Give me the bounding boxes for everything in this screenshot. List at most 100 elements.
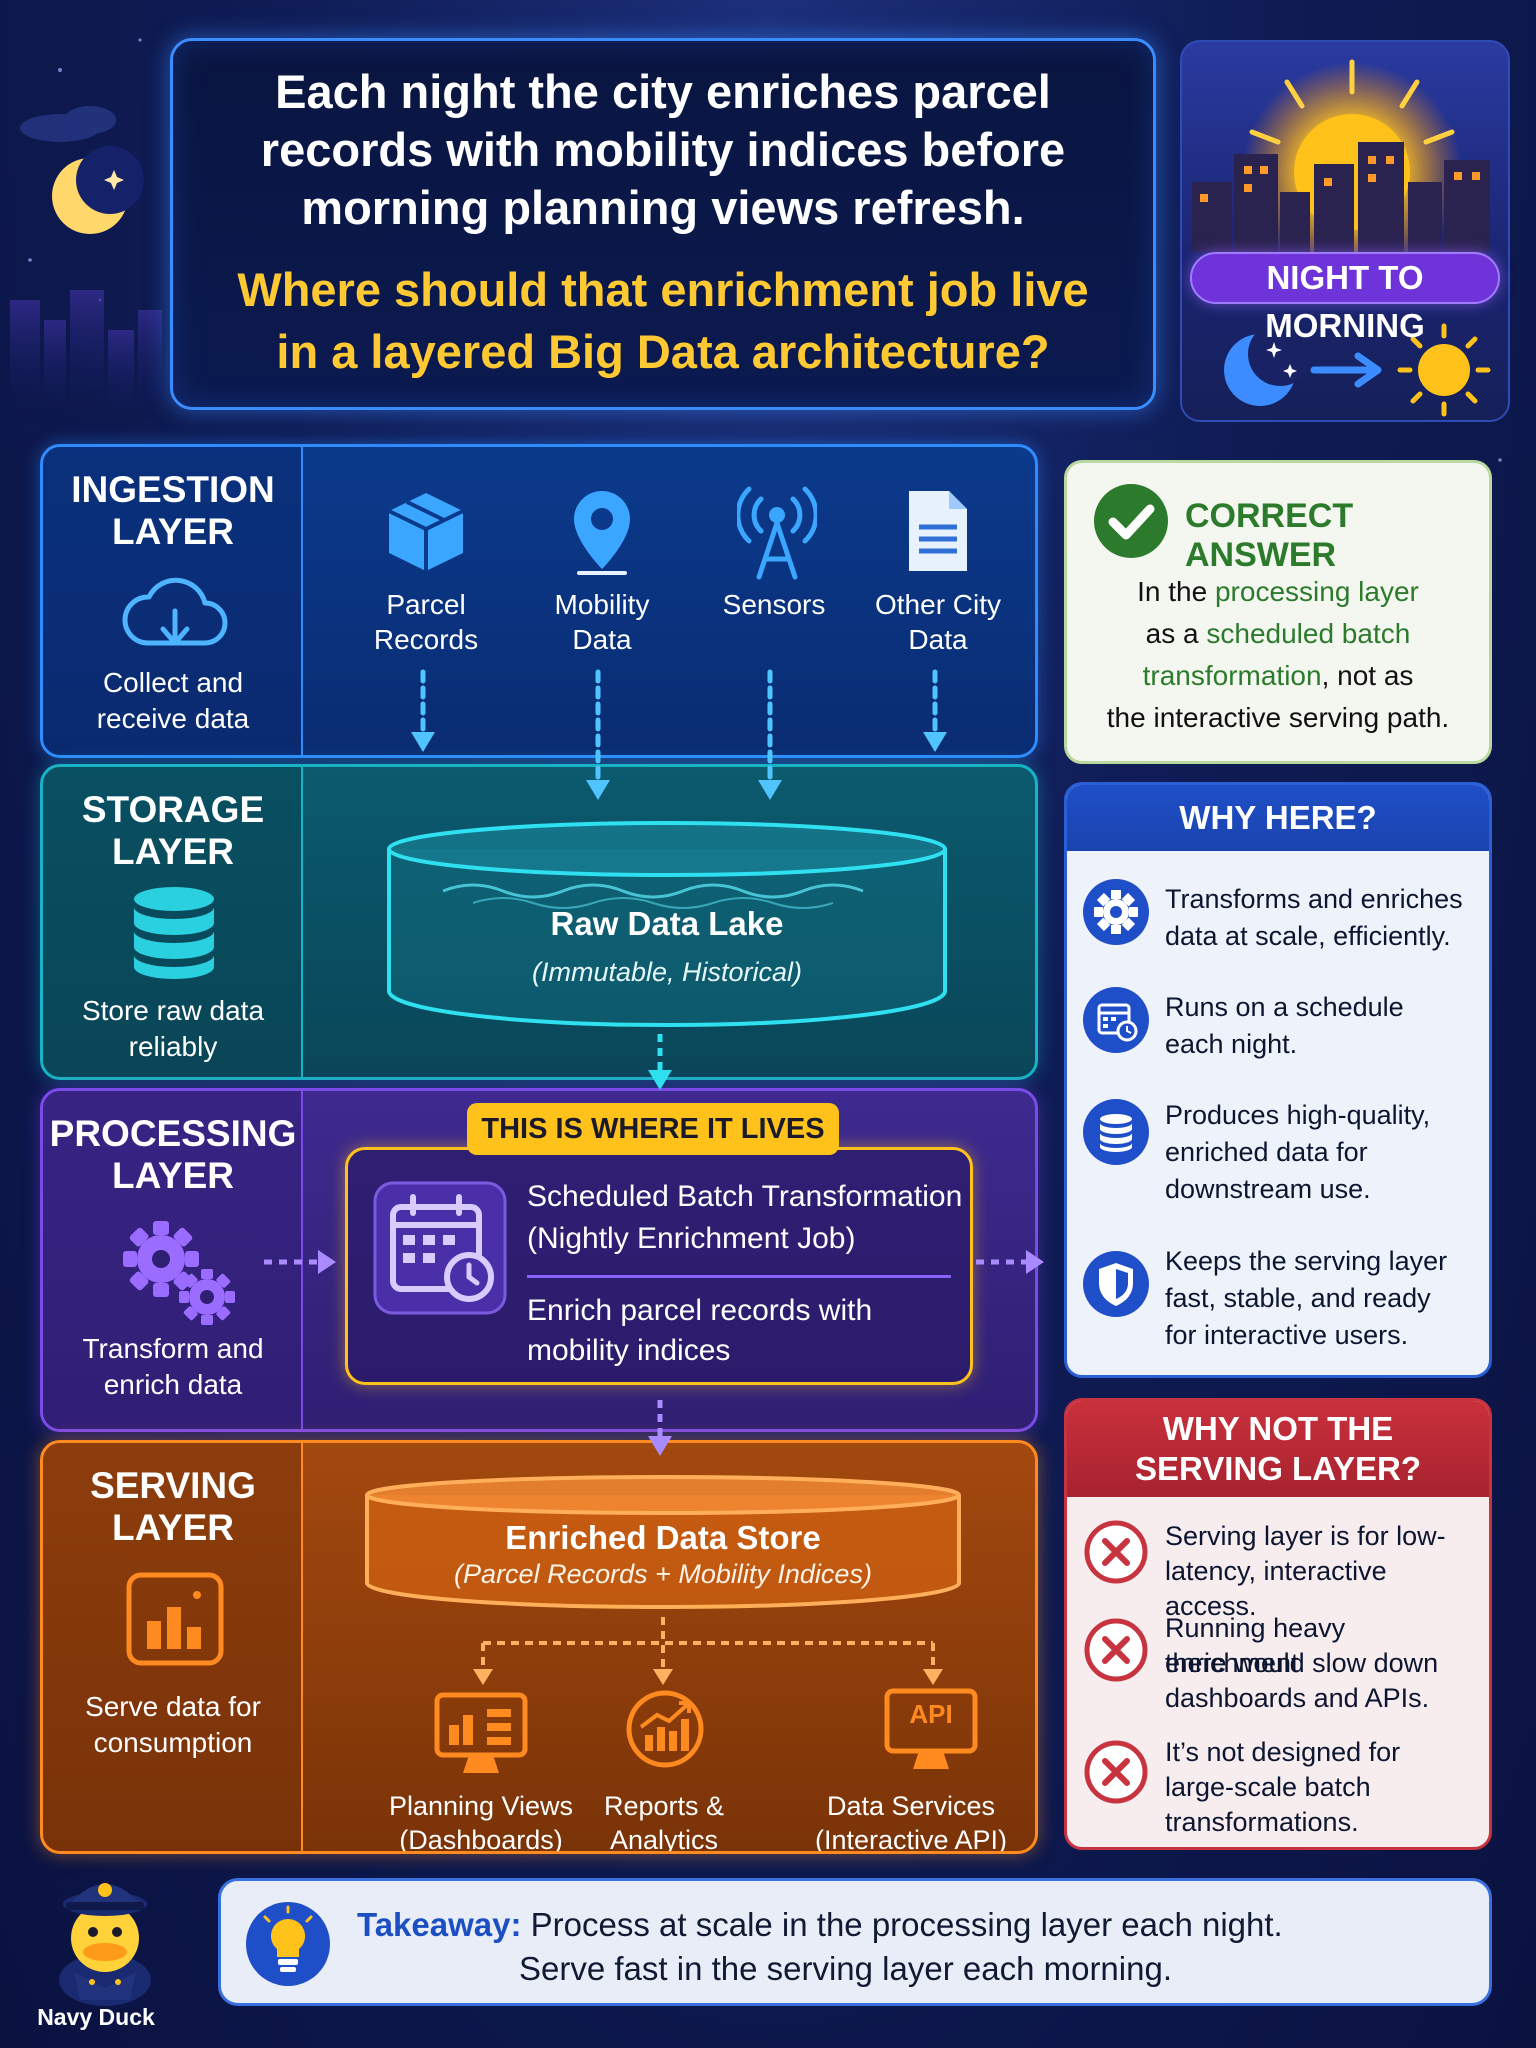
dashboard-monitor-icon [434, 1692, 528, 1773]
error-x-icon [1084, 1520, 1148, 1584]
ingestion-layer-title-2: LAYER [111, 511, 234, 552]
why-here-item-2-line-1: Runs on a schedule [1165, 992, 1404, 1022]
storage-layer-desc-1: Store raw data [81, 995, 265, 1026]
mascot-name: Navy Duck [37, 2004, 155, 2030]
serving-layer-title-1: SERVING [90, 1465, 256, 1506]
processing-layer-title-2: LAYER [111, 1155, 234, 1196]
night-to-morning-panel [1180, 40, 1510, 422]
navy-duck-mascot-icon [59, 1883, 151, 2006]
question-text: Where should that enrichment job live in… [237, 263, 1089, 378]
source-label-parcel-2: Records [373, 624, 479, 655]
output-label-planning-1: Planning Views [388, 1791, 574, 1821]
why-not-item-1-line-2: latency, interactive access. [1165, 1556, 1387, 1621]
gear-icon [1083, 879, 1149, 945]
sunrise-city-icon [1192, 59, 1491, 417]
output-label-api-1: Data Services [826, 1791, 996, 1821]
serving-layer: SERVING LAYER Serve data for consumption… [40, 1440, 1038, 1854]
correct-answer-text: In the processing layer as a scheduled b… [1087, 571, 1469, 739]
why-here-item-1-line-1: Transforms and enriches [1165, 884, 1463, 914]
output-label-reports-2: Analytics [609, 1825, 719, 1854]
takeaway-line-1: Process at scale in the processing layer… [521, 1906, 1283, 1943]
package-icon [388, 493, 464, 571]
why-not-item-2-line-2: there would slow down [1165, 1648, 1439, 1678]
correct-highlight-3: transformation [1142, 660, 1322, 691]
batch-job-desc-1: Enrich parcel records with [527, 1294, 873, 1327]
why-here-item-3-line-3: downstream use. [1165, 1174, 1371, 1204]
output-label-reports-1: Reports & [603, 1791, 725, 1821]
why-here-item-2-line-2: each night. [1165, 1029, 1298, 1059]
takeaway-text: Takeaway: Process at scale in the proces… [357, 1903, 1283, 1991]
error-x-icon [1084, 1618, 1148, 1682]
ingestion-layer-label-panel [43, 447, 303, 755]
output-label-planning-2: (Dashboards) [399, 1825, 563, 1854]
correct-highlight-2: scheduled batch [1206, 618, 1411, 649]
growth-chart-icon [626, 1690, 704, 1768]
gears-icon [123, 1221, 235, 1325]
why-not-title-2: SERVING LAYER? [1134, 1450, 1422, 1487]
takeaway-label: Takeaway: [357, 1906, 522, 1943]
arrow-right-icon [1310, 352, 1382, 388]
serving-layer-title-2: LAYER [111, 1507, 234, 1548]
cloud-download-icon [122, 577, 228, 646]
error-x-icon [1084, 1740, 1148, 1804]
raw-data-lake-cylinder [387, 821, 947, 1027]
storage-layer: STORAGE LAYER Store raw data reliably Ra… [40, 764, 1038, 1080]
calendar-clock-icon [373, 1181, 507, 1315]
batch-job-divider [527, 1275, 951, 1278]
correct-text-4: the interactive serving path. [1106, 702, 1450, 733]
source-label-parcel-1: Parcel [386, 589, 466, 620]
raw-data-lake-subtitle: (Immutable, Historical) [531, 957, 803, 987]
calendar-clock-small-icon [1083, 987, 1149, 1053]
correct-text-2: as a [1145, 618, 1207, 649]
this-is-where-it-lives-callout: THIS IS WHERE IT LIVES [467, 1103, 839, 1155]
scenario-text: Each night the city enriches parcel reco… [260, 65, 1066, 234]
storage-layer-title-1: STORAGE [81, 789, 265, 830]
why-not-title: WHY NOT THE SERVING LAYER? [1067, 1401, 1489, 1497]
distribution-arrows [473, 1617, 943, 1685]
document-icon [909, 491, 967, 571]
source-label-mobility-2: Data [572, 624, 632, 655]
takeaway-banner: Takeaway: Process at scale in the proces… [218, 1878, 1492, 2006]
ingestion-layer-desc-2: receive data [96, 703, 250, 734]
antenna-icon [737, 486, 817, 580]
processing-layer-desc-1: Transform and [82, 1333, 264, 1364]
why-here-item-1-line-2: data at scale, efficiently. [1165, 921, 1451, 951]
why-here-title: WHY HERE? [1067, 785, 1489, 851]
source-label-other-1: Other City [874, 589, 1002, 620]
check-circle-icon [1094, 484, 1168, 558]
serving-layer-desc-2: consumption [93, 1727, 253, 1758]
sun-icon [1397, 323, 1491, 417]
why-here-item-4-line-1: Keeps the serving layer [1165, 1246, 1448, 1276]
database-icon [134, 887, 214, 979]
correct-text-1: In the [1137, 576, 1215, 607]
api-monitor-icon [884, 1688, 978, 1769]
raw-data-lake-title: Raw Data Lake [550, 905, 784, 942]
database-small-icon [1083, 1099, 1149, 1165]
takeaway-line-2: Serve fast in the serving layer each mor… [519, 1950, 1172, 1987]
why-not-serving-card: WHY NOT THE SERVING LAYER? Serving layer… [1064, 1398, 1492, 1850]
moon-icon [52, 146, 144, 234]
storage-layer-title-2: LAYER [111, 831, 234, 872]
why-here-item-3-line-2: enriched data for [1165, 1137, 1368, 1167]
output-label-api-2: (Interactive API) [814, 1825, 1008, 1854]
why-here-item-4-line-2: fast, stable, and ready [1165, 1283, 1431, 1313]
lightbulb-icon [246, 1902, 330, 1986]
processing-layer-desc-2: enrich data [103, 1369, 243, 1400]
why-not-item-3-line-1: It’s not designed for [1165, 1737, 1401, 1767]
shield-icon [1083, 1251, 1149, 1317]
ingestion-layer: INGESTION LAYER Collect and receive data… [40, 444, 1038, 758]
batch-job-title-1: Scheduled Batch Transformation [527, 1180, 963, 1213]
api-badge: API [909, 1699, 953, 1729]
why-not-item-3-line-3: transformations. [1165, 1807, 1359, 1837]
why-here-item-4-line-3: for interactive users. [1165, 1320, 1409, 1350]
why-not-item-2-line-1: Running heavy enrichment [1165, 1613, 1346, 1678]
correct-highlight-1: processing layer [1214, 576, 1419, 607]
storage-layer-desc-2: reliably [128, 1031, 218, 1062]
enriched-data-store-cylinder [365, 1475, 961, 1609]
source-label-mobility-1: Mobility [554, 589, 650, 620]
why-not-item-1-line-1: Serving layer is for low- [1165, 1521, 1446, 1551]
why-not-item-3-line-2: large-scale batch [1165, 1772, 1371, 1802]
processing-layer: PROCESSING LAYER Transform and enrich da… [40, 1088, 1038, 1432]
correct-answer-card: CORRECT ANSWER In the processing layer a… [1064, 460, 1492, 764]
